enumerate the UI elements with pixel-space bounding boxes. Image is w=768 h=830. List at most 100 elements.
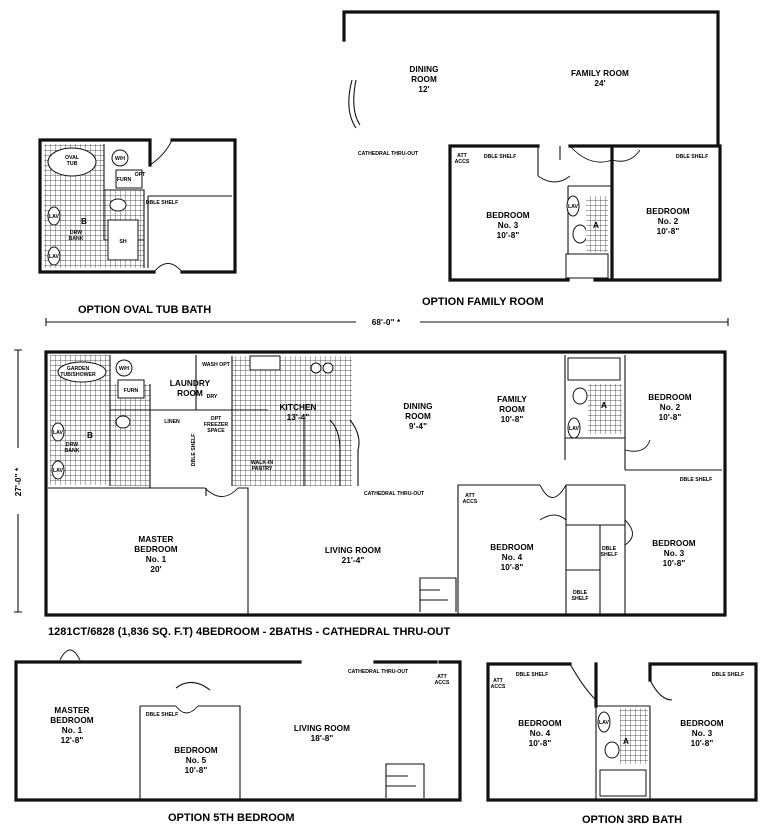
kitchen-sink <box>249 355 281 371</box>
fifth-option-stair <box>385 763 425 798</box>
oval-tub-fixture <box>47 147 97 177</box>
tub-a <box>567 357 621 381</box>
fifth-option-walls <box>14 660 462 802</box>
third-bath-caption: OPTION 3RD BATH <box>582 814 682 826</box>
garden-tub-fixture <box>57 361 107 383</box>
dry-label: DRY <box>207 394 218 400</box>
main-left-partitions <box>48 355 305 615</box>
shower-label: SH <box>119 239 126 245</box>
third-bath-partitions <box>569 663 673 800</box>
bath-a-tile <box>586 196 608 252</box>
entry-stair <box>419 577 457 612</box>
dble-shelf-right: DBLE SHELF <box>676 154 709 160</box>
dimension-lines: 68'-0" * 27'-0" * <box>14 318 729 613</box>
lav-a-main <box>567 417 581 439</box>
dble-shelf-right-3rd: DBLE SHELF <box>712 672 745 678</box>
lav-b-2 <box>51 460 65 480</box>
width-dimension-line <box>45 318 729 326</box>
water-heater-fixture <box>111 149 129 167</box>
lav-label-1: LAV <box>49 214 60 220</box>
toilet-b <box>115 415 131 429</box>
kitchen-tile <box>232 356 352 486</box>
cathedral-label: CATHEDRAL THRU-OUT <box>358 151 419 157</box>
family-option-walls <box>342 10 722 282</box>
tub-fixture-a <box>565 253 609 279</box>
third-bath-walls <box>486 662 758 802</box>
lav-label-3rd: LAV <box>599 720 610 726</box>
dble-shelf-br2: DBLE SHELF <box>680 477 713 483</box>
lav-a <box>566 195 580 217</box>
dble-shelf-vertical: DBLE SHELF <box>191 434 197 467</box>
oval-tub-door-swings <box>149 139 183 273</box>
furnace <box>117 379 145 399</box>
lav-label-b2: LAV <box>53 468 64 474</box>
depth-dimension-line <box>14 349 22 613</box>
lav-sink-2 <box>47 246 61 266</box>
oval-tub-caption: OPTION OVAL TUB BATH <box>78 304 211 316</box>
width-dimension: 68'-0" * <box>372 318 401 327</box>
bath-a-label: A <box>593 221 599 230</box>
main-right-partitions <box>457 355 722 615</box>
opt-label: OPT <box>135 172 146 178</box>
family-option-door-swings <box>537 145 641 183</box>
dble-shelf-5th: DBLE SHELF <box>146 712 179 718</box>
bath-a-label-main: A <box>601 401 607 410</box>
water-heater-label: W/H <box>115 156 125 162</box>
third-bath-tile <box>620 708 648 764</box>
lav-label-2: LAV <box>49 254 60 260</box>
main-exterior-walls <box>44 350 727 617</box>
cathedral-label-main: CATHEDRAL THRU-OUT <box>364 491 425 497</box>
cathedral-label-5th: CATHEDRAL THRU-OUT <box>348 669 409 675</box>
main-door-swings <box>204 439 651 546</box>
family-option-caption: OPTION FAMILY ROOM <box>422 296 544 308</box>
kitchen-island <box>329 419 360 486</box>
dble-shelf-label: DBLE SHELF <box>146 200 179 206</box>
oval-tub-walls <box>38 138 237 274</box>
linen-label: LINEN <box>164 419 180 425</box>
toilet-a <box>572 224 588 244</box>
depth-dimension: 27'-0" * <box>14 467 23 496</box>
fifth-option-caption: OPTION 5TH BEDROOM <box>168 812 295 824</box>
lav-third-bath <box>597 711 611 733</box>
wh-label: W/H <box>119 366 129 372</box>
fifth-option-partitions <box>139 681 241 800</box>
water-heater <box>115 359 133 377</box>
tub-third-bath <box>599 769 647 797</box>
dining-counter <box>348 79 361 129</box>
bath-a-label-3rd: A <box>623 737 629 746</box>
furn-label: FURN <box>124 388 139 394</box>
